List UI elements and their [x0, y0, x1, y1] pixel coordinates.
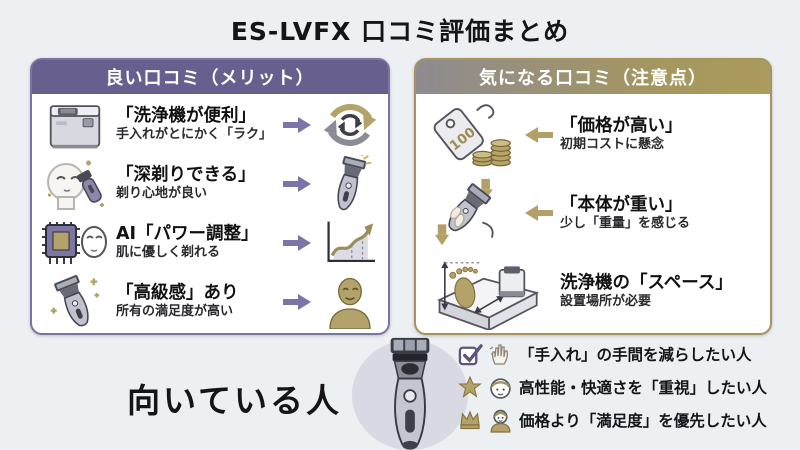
review-subtitle: 少し「重量」を感じる — [560, 215, 691, 231]
left-arrow-icon — [522, 205, 556, 222]
review-title: 洗浄機の「スペース」 — [560, 272, 733, 293]
list-item: 「手入れ」の手間を減らしたい人 — [458, 341, 793, 367]
hand-icon — [489, 342, 513, 366]
review-title: 「高級感」あり — [116, 282, 239, 303]
review-title: 「深剃りできる」 — [116, 165, 256, 186]
good-reviews-panel: 良い口コミ（メリット） 「洗浄機が便利」 手入れがとに — [30, 58, 390, 335]
checkbox-icon — [458, 342, 483, 367]
crown-icon — [458, 409, 482, 431]
shaver-icon — [318, 155, 382, 213]
list-item: 価格より「満足度」を優先したい人 — [458, 407, 793, 433]
review-subtitle: 所有の満足度が高い — [116, 303, 234, 319]
list-item: 「本体が重い」 少し「重量」を感じる — [422, 175, 764, 252]
right-arrow-icon — [280, 234, 314, 251]
person-icon — [488, 408, 513, 433]
good-reviews-header: 良い口コミ（メリット） — [32, 60, 388, 94]
suited-for-text: 高性能・快適さを「重視」したい人 — [519, 379, 768, 397]
right-arrow-icon — [280, 117, 314, 134]
price-tag-coins-icon: 100 — [422, 99, 518, 171]
list-item: 「洗浄機が便利」 手入れがとにかく「ラク」 — [38, 96, 382, 154]
review-subtitle: 肌に優しく剃れる — [116, 244, 221, 260]
product-shaver-icon — [381, 336, 439, 450]
footprint-space-icon — [422, 254, 556, 330]
right-arrow-icon — [280, 293, 314, 310]
review-title: 「洗浄機が便利」 — [116, 106, 256, 127]
ai-chip-face-icon — [38, 216, 112, 270]
suited-for-text: 「手入れ」の手間を減らしたい人 — [519, 346, 752, 364]
concern-reviews-header: 気になる口コミ（注意点） — [416, 60, 770, 94]
face-icon — [488, 375, 513, 400]
review-subtitle: 初期コストに懸念 — [560, 137, 665, 153]
suited-for-text: 価格より「満足度」を優先したい人 — [519, 412, 767, 430]
left-arrow-icon — [522, 127, 556, 144]
recycle-arrows-icon — [318, 97, 382, 153]
star-icon — [458, 375, 482, 399]
list-item: 高性能・快適さを「重視」したい人 — [458, 374, 793, 400]
review-title: 「本体が重い」 — [560, 194, 683, 215]
list-item: AI「パワー調整」 肌に優しく剃れる — [38, 214, 382, 272]
review-subtitle: 手入れがとにかく「ラク」 — [116, 127, 273, 143]
review-title: 「価格が高い」 — [560, 116, 683, 137]
list-item: 洗浄機の「スペース」 設置場所が必要 — [422, 253, 764, 330]
rising-graph-icon — [318, 218, 382, 268]
suited-for-list: 「手入れ」の手間を減らしたい人 高性能・快適さを「重視」したい人 — [458, 341, 793, 433]
face-shaving-icon — [38, 157, 112, 211]
heavy-shaver-icon — [422, 177, 518, 249]
suited-for-heading: 向いている人 — [127, 381, 343, 420]
concern-reviews-panel: 気になる口コミ（注意点） 100 — [414, 58, 772, 335]
list-item: 「高級感」あり 所有の満足度が高い — [38, 273, 382, 331]
review-subtitle: 剃り心地が良い — [116, 186, 208, 202]
premium-shaver-icon — [38, 274, 112, 330]
right-arrow-icon — [280, 176, 314, 193]
list-item: 「深剃りできる」 剃り心地が良い — [38, 155, 382, 213]
page-title: ES-LVFX 口コミ評価まとめ — [230, 17, 570, 46]
list-item: 100 — [422, 97, 764, 174]
review-title: AI「パワー調整」 — [116, 223, 259, 244]
happy-person-icon — [318, 275, 382, 329]
cleaning-station-icon — [38, 98, 112, 152]
review-subtitle: 設置場所が必要 — [560, 293, 652, 309]
